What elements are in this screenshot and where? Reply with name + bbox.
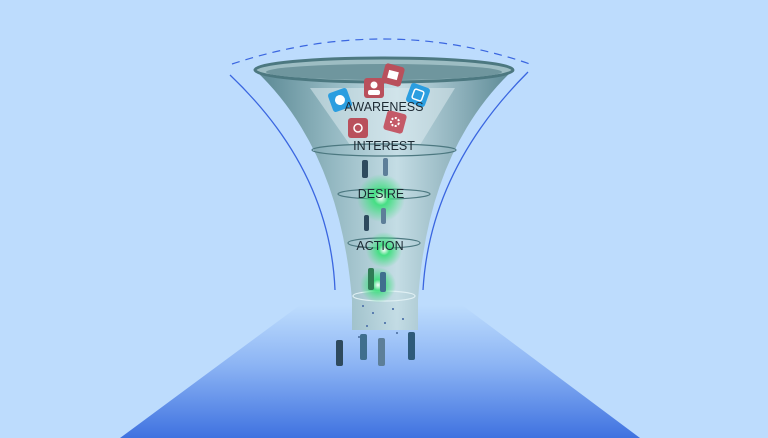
- glow-action: [366, 232, 402, 268]
- stage-label-awareness: AWARENESS: [345, 100, 424, 114]
- guide-curve-right: [422, 71, 529, 291]
- chat-bubble-icon: [328, 88, 352, 112]
- stage-label-action: ACTION: [356, 239, 403, 253]
- glow-bottom: [360, 267, 396, 303]
- marketing-icons: [328, 63, 430, 138]
- stage-label-interest: INTEREST: [353, 139, 415, 153]
- glow-desire: [357, 174, 405, 222]
- network-icon: [348, 118, 368, 138]
- gear-icon: [383, 110, 407, 134]
- floor: [120, 305, 640, 438]
- guide-curve-left: [229, 74, 336, 291]
- people-figures: [336, 158, 415, 366]
- stage-label-desire: DESIRE: [358, 187, 405, 201]
- newspaper-icon: [381, 63, 405, 87]
- user-icon: [364, 78, 384, 98]
- tablet-icon: [406, 83, 430, 107]
